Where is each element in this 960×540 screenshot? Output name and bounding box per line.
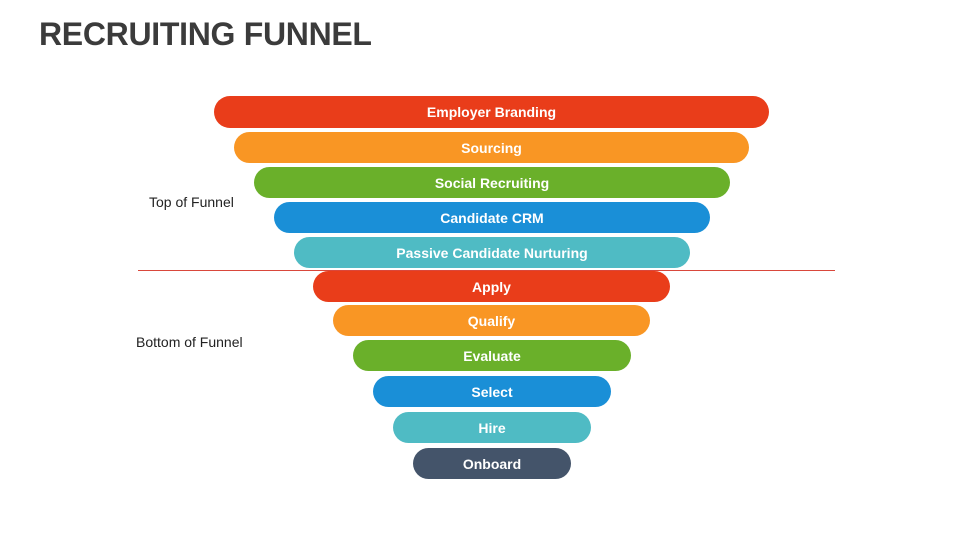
funnel-stage-evaluate[interactable]: Evaluate (353, 340, 631, 371)
page-title: RECRUITING FUNNEL (39, 16, 372, 52)
funnel-stage-onboard[interactable]: Onboard (413, 448, 571, 479)
funnel-stage-candidate-crm[interactable]: Candidate CRM (274, 202, 710, 233)
funnel-stage-social-recruiting[interactable]: Social Recruiting (254, 167, 730, 198)
funnel-stage-select[interactable]: Select (373, 376, 611, 407)
funnel-stage-apply[interactable]: Apply (313, 271, 670, 302)
funnel-stage-passive-candidate-nurturing[interactable]: Passive Candidate Nurturing (294, 237, 690, 268)
funnel-stage-hire[interactable]: Hire (393, 412, 591, 443)
funnel-stage-employer-branding[interactable]: Employer Branding (214, 96, 769, 128)
top-of-funnel-label: Top of Funnel (149, 194, 234, 210)
funnel-divider (138, 270, 835, 271)
funnel-stage-sourcing[interactable]: Sourcing (234, 132, 749, 163)
bottom-of-funnel-label: Bottom of Funnel (136, 334, 243, 350)
funnel-stage-qualify[interactable]: Qualify (333, 305, 650, 336)
